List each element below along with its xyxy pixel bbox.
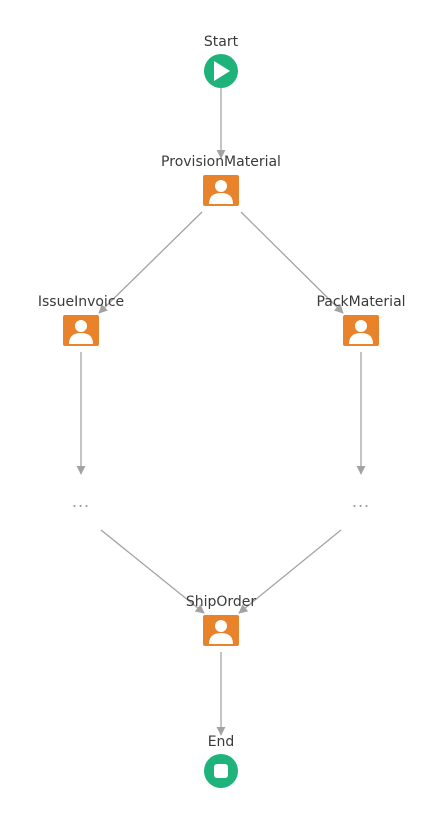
collapsed-right-ellipsis[interactable]: ...: [351, 492, 371, 511]
task-pack-material[interactable]: [343, 315, 379, 346]
stop-icon: [214, 764, 228, 778]
user-icon: [209, 180, 233, 204]
user-icon: [69, 320, 93, 344]
edge-right-ship: [238, 529, 342, 614]
play-icon: [214, 61, 230, 81]
pack-material-label: PackMaterial: [316, 294, 406, 310]
task-issue-invoice[interactable]: [63, 315, 99, 346]
task-ship-order[interactable]: [203, 615, 239, 646]
provision-material-label: ProvisionMaterial: [161, 154, 281, 170]
task-provision-material[interactable]: [203, 175, 239, 206]
issue-invoice-label: IssueInvoice: [37, 294, 125, 310]
edge-provision-invoice: [98, 211, 203, 314]
start-event[interactable]: [204, 54, 238, 88]
edge-left-ship: [100, 529, 205, 614]
edges: [76, 88, 366, 736]
collapsed-left-ellipsis[interactable]: ...: [71, 492, 91, 511]
end-label: End: [207, 734, 235, 750]
start-label: Start: [203, 34, 239, 50]
ship-order-label: ShipOrder: [185, 594, 257, 610]
user-icon: [349, 320, 373, 344]
user-icon: [209, 620, 233, 644]
edge-provision-pack: [240, 211, 344, 314]
end-event[interactable]: [204, 754, 238, 788]
